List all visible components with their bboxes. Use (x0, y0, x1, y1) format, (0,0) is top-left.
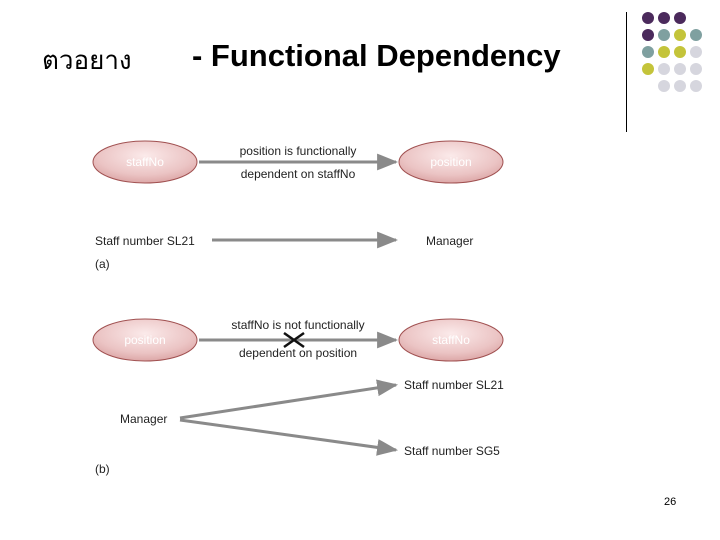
decorative-dot (642, 46, 654, 58)
node-staffno-b-label: staffNo (432, 333, 470, 347)
fd-arrow-a-text-bottom: dependent on staffNo (241, 167, 356, 181)
decorative-dot-grid (642, 12, 702, 92)
non-fd-arrow-b-text-bottom: dependent on position (239, 346, 357, 360)
node-position-a-label: position (430, 155, 471, 169)
page-number: 26 (664, 496, 677, 508)
decorative-dot (658, 80, 670, 92)
node-position-b-label: position (124, 333, 165, 347)
decorative-dot (658, 46, 670, 58)
decorative-dot (642, 29, 654, 41)
decorative-dot (674, 46, 686, 58)
example-b-left: Manager (120, 412, 167, 426)
example-a-right: Manager (426, 234, 473, 248)
slide-title: - Functional Dependency (192, 38, 561, 73)
node-staffno-b (398, 318, 504, 362)
example-b-arrow-top (179, 379, 399, 420)
decorative-dot (658, 63, 670, 75)
example-b-arrow-bottom (179, 418, 399, 456)
example-b-right-top: Staff number SL21 (404, 378, 504, 392)
fd-arrow-a-text-top: position is functionally (240, 144, 357, 158)
decorative-dot (674, 63, 686, 75)
decorative-dot (642, 12, 654, 24)
example-b-right-bottom: Staff number SG5 (404, 444, 500, 458)
decorative-dot (674, 12, 686, 24)
caption-a: (a) (95, 257, 110, 271)
node-staffno-a-label: staffNo (126, 155, 164, 169)
example-a-left: Staff number SL21 (95, 234, 195, 248)
decorative-dot (642, 63, 654, 75)
decorative-dot (690, 63, 702, 75)
decorative-dot (674, 80, 686, 92)
slide-title-thai: ตวอยาง (42, 46, 132, 76)
title-divider (626, 12, 627, 132)
node-position-a (398, 140, 504, 184)
decorative-dot (674, 29, 686, 41)
decorative-dot (690, 29, 702, 41)
decorative-dot (690, 80, 702, 92)
non-fd-arrow-b-text-top: staffNo is not functionally (231, 318, 364, 332)
decorative-dot (658, 29, 670, 41)
node-staffno-a (92, 140, 198, 184)
cross-mark-icon (283, 331, 305, 349)
decorative-dot (690, 46, 702, 58)
node-position-b (92, 318, 198, 362)
decorative-dot (658, 12, 670, 24)
caption-b: (b) (95, 462, 110, 476)
